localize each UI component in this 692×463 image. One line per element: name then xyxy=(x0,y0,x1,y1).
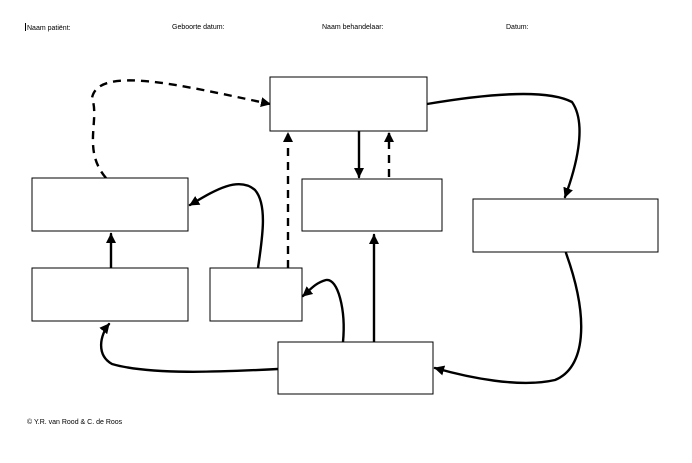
patient-name-field[interactable]: Naam patiënt: xyxy=(25,23,71,33)
arrow-small-to-upper-left xyxy=(188,183,265,270)
arrow-right-to-bottom xyxy=(433,251,583,385)
birthdate-label: Geboorte datum: xyxy=(172,24,225,31)
arrow-top-to-right xyxy=(425,92,581,199)
arrow-bottom-to-small xyxy=(301,278,345,344)
copyright-notice: © Y.R. van Rood & C. de Roos xyxy=(27,419,123,426)
date-field[interactable]: Datum: xyxy=(506,23,529,32)
therapist-name-field[interactable]: Naam behandelaar: xyxy=(322,23,384,32)
date-label: Datum: xyxy=(506,24,529,31)
patient-name-label: Naam patiënt: xyxy=(27,25,71,32)
box-right[interactable] xyxy=(472,198,659,253)
box-center[interactable] xyxy=(301,178,443,232)
box-bottom[interactable] xyxy=(277,341,434,395)
birthdate-field[interactable]: Geboorte datum: xyxy=(172,23,225,32)
arrow-bottom-to-lower-left xyxy=(99,322,280,373)
dashed-arrow-left-to-top xyxy=(90,79,271,179)
therapist-name-label: Naam behandelaar: xyxy=(322,24,384,31)
box-lower-left[interactable] xyxy=(31,267,189,322)
text-cursor xyxy=(25,23,26,31)
box-upper-left[interactable] xyxy=(31,177,189,232)
box-small-middle[interactable] xyxy=(209,267,303,322)
box-top[interactable] xyxy=(269,76,428,132)
